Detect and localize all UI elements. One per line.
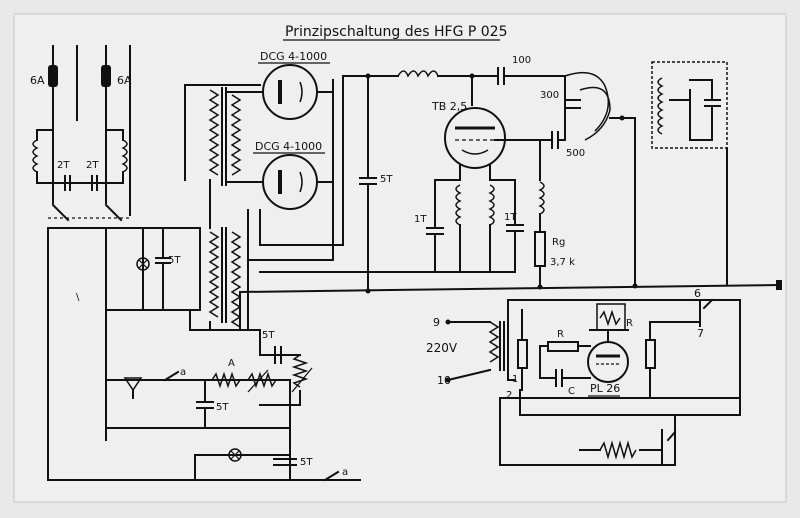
fuse-left: [48, 65, 58, 87]
switch-a-bottom-label: a: [342, 467, 348, 478]
mains-indicator-section: 5T \: [76, 227, 201, 311]
choke-left: [32, 139, 39, 173]
aux-transformer: [488, 321, 500, 363]
cap-2t-right-label: 2T: [86, 160, 99, 171]
choke-right: [121, 139, 128, 173]
power-tube: TB 2,5: [431, 100, 553, 181]
terminal-7: 7: [697, 327, 704, 340]
terminal-6: 6: [694, 287, 701, 300]
diagram-title-group: Prinzipschaltung des HFG P 025: [283, 24, 507, 41]
rg-value: 3,7 k: [550, 257, 575, 268]
voltage-label: 220V: [426, 341, 458, 355]
terminal-2: 2: [506, 390, 512, 401]
aux-section: 9 220V 10 1 2 R C PL 26: [426, 287, 741, 466]
cap-c-label: C: [568, 386, 575, 397]
terminal-1: 1: [512, 374, 518, 385]
cap-300-label: 300: [540, 90, 559, 101]
control-section: a A 5T 5T 5T a: [105, 329, 361, 482]
indicator-lamp-top: [136, 257, 150, 271]
signal-lamp-symbol: [123, 377, 143, 392]
tank-circuit: 300 500: [540, 71, 636, 286]
cap-5t-ctrl-label: 5T: [262, 330, 275, 341]
rectifier-top-label: DCG 4-1000: [260, 50, 327, 63]
fuse-right-label: 6A: [117, 74, 132, 87]
ground-bus: [238, 147, 782, 331]
fuse-left-label: 6A: [30, 74, 45, 87]
switch-a-label: a: [180, 367, 186, 378]
cap-1t-left-label: 1T: [414, 214, 427, 225]
grid-leak: Rg 3,7 k: [534, 139, 575, 286]
indicator-lamp-bottom: [228, 448, 242, 462]
aux-tube-label: PL 26: [590, 382, 620, 395]
pot-r-label: R: [626, 318, 633, 329]
output-coil: [651, 61, 728, 149]
cap-5t-main-label: 5T: [380, 174, 393, 185]
fuse-right: [101, 65, 111, 87]
cap-2t-left-label: 2T: [57, 160, 70, 171]
filament-transformer: [184, 84, 261, 229]
rectifier-tube-bottom: DCG 4-1000: [225, 140, 334, 210]
heater-element: [599, 440, 637, 460]
resistor-a: [211, 371, 241, 389]
filter-capacitor-5t: 5T: [359, 73, 393, 293]
cap-500-label: 500: [566, 148, 585, 159]
cap-1t-right-label: 1T: [504, 212, 517, 223]
plate-choke: [397, 70, 499, 106]
cap-100-label: 100: [512, 55, 531, 66]
resistor-a-label: A: [228, 358, 235, 369]
power-tube-label: TB 2,5: [431, 100, 467, 113]
cap-5t-line-label: 5T: [168, 255, 181, 266]
terminal-10: 10: [437, 374, 451, 387]
rectifier-bottom-label: DCG 4-1000: [255, 140, 322, 153]
stray-mark: \: [76, 292, 80, 303]
terminal-9: 9: [433, 316, 440, 329]
diagram-title: Prinzipschaltung des HFG P 025: [285, 24, 507, 40]
resistor-r-label: R: [557, 329, 564, 340]
rg-label: Rg: [552, 237, 565, 248]
filament-chokes: 1T 1T: [259, 179, 524, 273]
cap-5t-bias-label: 5T: [216, 402, 229, 413]
coupling-cap-100: 100: [497, 55, 566, 85]
cap-5t-bottom-label: 5T: [300, 457, 313, 468]
rectifier-tube-top: DCG 4-1000: [225, 50, 334, 120]
plate-transformer: [189, 227, 261, 331]
